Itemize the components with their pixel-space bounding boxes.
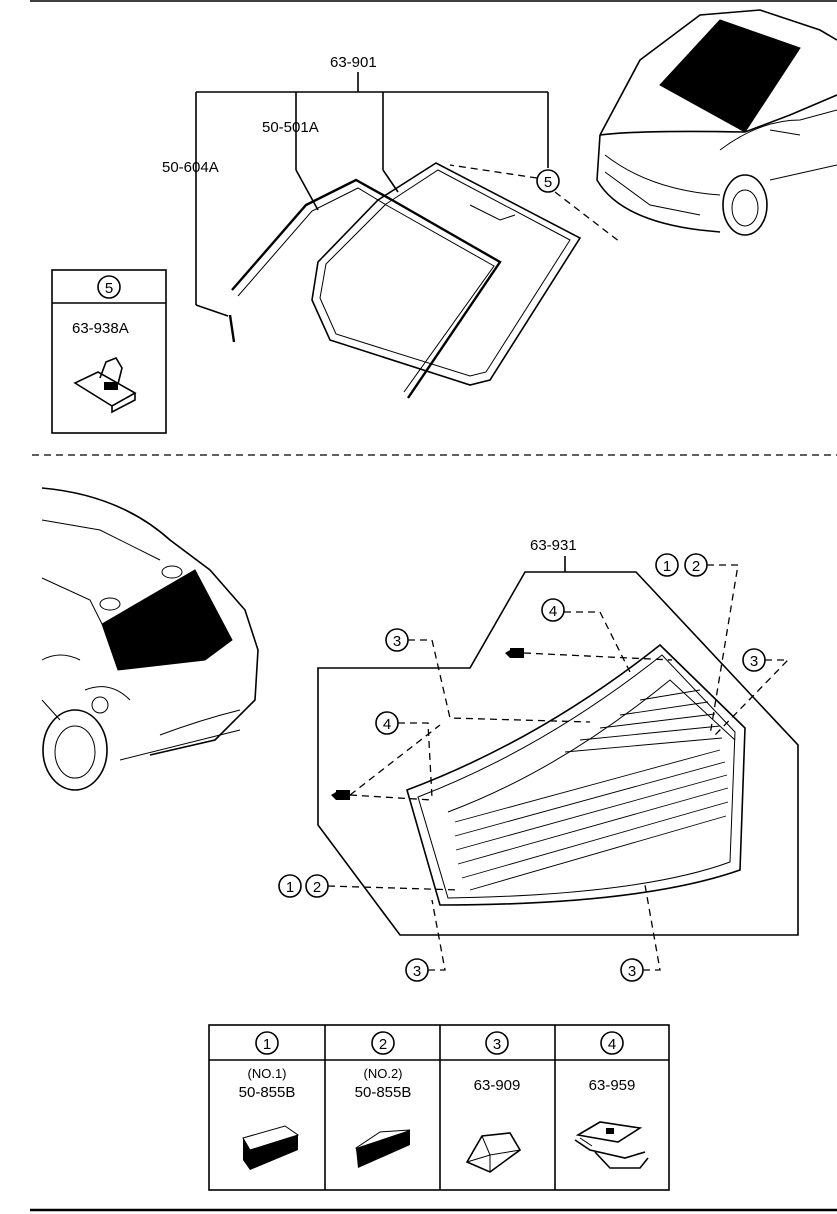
callout-12-top-dash <box>707 564 739 736</box>
part-label-50-604a[interactable]: 50-604A <box>162 159 219 176</box>
clip-bracket-icon <box>574 1121 649 1169</box>
clip-lower[interactable] <box>331 790 350 800</box>
clip-lower-dash <box>349 794 433 801</box>
leader-50-604a-tip <box>195 304 229 317</box>
table-callout-number-1: 1 <box>263 1036 271 1053</box>
callout-number-3-right: 3 <box>750 653 758 670</box>
clip-lower-dash-b <box>349 724 441 796</box>
callout-number-5: 5 <box>544 174 552 191</box>
sealer-wedge-icon <box>355 1129 411 1168</box>
table-col-4: 4 63-959 <box>574 1031 649 1169</box>
detail-box-callout-number: 5 <box>105 280 113 297</box>
callout-4-left-dash <box>398 722 433 799</box>
callout-3-bottom-left-dash <box>428 899 446 971</box>
windshield-glass[interactable] <box>311 162 582 386</box>
callout-4-top-dash <box>564 611 631 673</box>
callout-number-1-top: 1 <box>663 558 671 575</box>
table-part-4[interactable]: 63-959 <box>589 1077 636 1094</box>
callout-number-4-top: 4 <box>549 603 557 620</box>
callout-circle-1-bottom[interactable] <box>278 874 302 898</box>
callout-circle-1-top[interactable] <box>655 553 679 577</box>
rear-window-glass[interactable] <box>406 643 746 906</box>
callout-5-dash-a <box>449 164 538 179</box>
table-col-1: 1 (NO.1) 50-855B <box>239 1031 300 1170</box>
callout-12-bottom-dash <box>327 885 461 891</box>
rear-car-illustration <box>41 487 259 791</box>
callout-number-2-bottom: 2 <box>313 879 321 896</box>
table-part-2[interactable]: 50-855B <box>355 1084 412 1101</box>
front-windshield-section: 63-901 50-501A 50-604A 5 <box>51 9 837 434</box>
assembly-label-front[interactable]: 63-901 <box>330 54 377 71</box>
callout-number-1-bottom: 1 <box>286 879 294 896</box>
table-part-3[interactable]: 63-909 <box>474 1077 521 1094</box>
detail-box-callout-circle <box>97 275 121 299</box>
front-car-illustration <box>596 9 837 236</box>
table-part-1[interactable]: 50-855B <box>239 1084 296 1101</box>
table-callout-circle-3 <box>485 1031 509 1055</box>
callout-number-2-top: 2 <box>692 558 700 575</box>
callout-number-3-bottom-left: 3 <box>413 963 421 980</box>
callout-circle-5[interactable] <box>536 169 560 193</box>
clip-upper-dash <box>523 652 673 661</box>
table-note-2: (NO.2) <box>364 1066 403 1081</box>
table-callout-number-2: 2 <box>379 1036 387 1053</box>
table-callout-number-4: 4 <box>608 1036 616 1053</box>
detail-box-5: 5 63-938A <box>51 269 167 434</box>
assembly-label-rear[interactable]: 63-931 <box>530 537 577 554</box>
callout-number-3-bottom-right: 3 <box>628 963 636 980</box>
rear-window-section: 63-931 <box>41 487 799 982</box>
table-callout-circle-4 <box>600 1031 624 1055</box>
table-col-2: 2 (NO.2) 50-855B <box>355 1031 412 1168</box>
clip-upper[interactable] <box>505 648 524 658</box>
table-callout-circle-1 <box>255 1031 279 1055</box>
defroster-lines <box>454 689 729 891</box>
callout-number-3-left: 3 <box>393 633 401 650</box>
rear-assembly-outline <box>317 571 799 936</box>
part-label-50-501a[interactable]: 50-501A <box>262 119 319 136</box>
callout-3-bottom-right-dash <box>643 884 661 971</box>
callout-5-dash-b <box>554 191 621 243</box>
table-col-3: 3 63-909 <box>465 1031 522 1173</box>
detail-box-part-label[interactable]: 63-938A <box>72 320 129 337</box>
side-molding[interactable] <box>228 314 236 343</box>
table-note-1: (NO.1) <box>248 1066 287 1081</box>
leader-50-501a-tip <box>295 169 319 211</box>
table-callout-number-3: 3 <box>493 1036 501 1053</box>
callout-number-4-left: 4 <box>383 716 391 733</box>
table-callout-circle-2 <box>371 1031 395 1055</box>
sealer-block-icon <box>242 1125 300 1170</box>
parts-table: 1 (NO.1) 50-855B 2 (NO.2) 50-855B 3 63-9… <box>208 1024 670 1191</box>
callout-circle-4-top[interactable] <box>541 598 565 622</box>
clip-icon <box>73 357 137 414</box>
callout-3-left-dash <box>408 639 591 723</box>
upper-molding[interactable] <box>231 178 502 399</box>
spacer-block-icon <box>465 1132 522 1173</box>
